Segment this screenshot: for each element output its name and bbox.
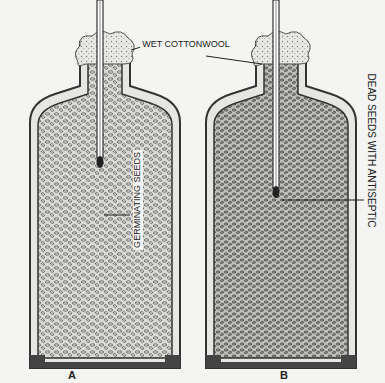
leader-lines [104, 47, 364, 215]
flask-a [30, 0, 180, 368]
callout-label: WET COTTONWOOL [140, 40, 232, 50]
flask-letter: B [278, 369, 290, 381]
callout-label: GERMINATING SEEDS [133, 150, 143, 250]
callout-label: DEAD SEEDS WITH ANTISEPTIC [366, 71, 377, 229]
flask-letter: A [66, 369, 78, 381]
flask-b [206, 0, 356, 368]
